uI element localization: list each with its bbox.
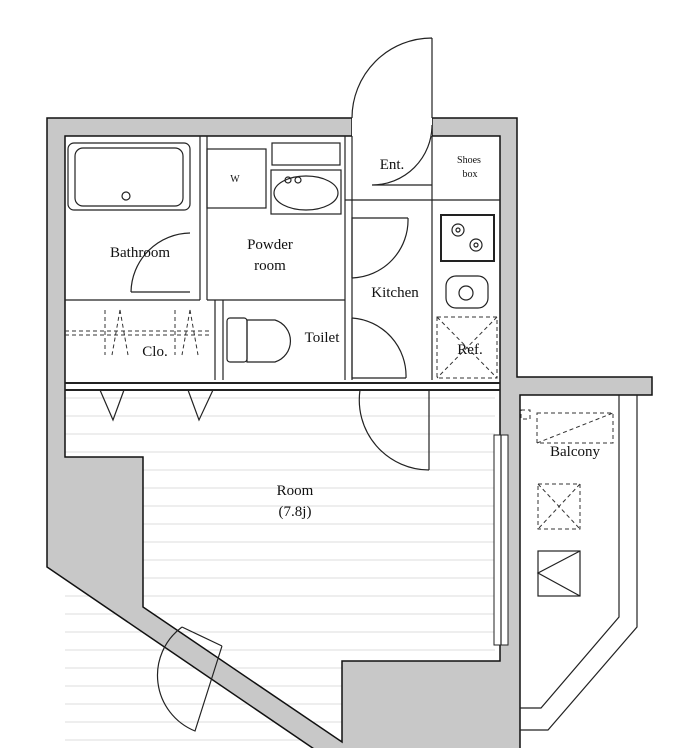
bathroom-door[interactable] (130, 232, 191, 293)
label-shoes-box-1: Shoes (457, 155, 481, 166)
label-refrigerator: Ref. (457, 342, 482, 358)
powder-room-door[interactable] (351, 217, 409, 279)
entrance-inner-door[interactable] (371, 124, 433, 186)
outer-walls (46, 117, 653, 748)
kitchen-sink[interactable] (445, 275, 489, 309)
shelf (271, 142, 341, 166)
closet-doors[interactable] (65, 309, 214, 422)
balcony-hatch (536, 550, 581, 597)
toilet-door[interactable] (351, 317, 407, 379)
balcony-drain-box (537, 483, 581, 530)
label-powder-room-2: room (254, 258, 286, 274)
label-toilet: Toilet (305, 330, 341, 346)
label-closet: Clo. (142, 344, 167, 360)
label-balcony: Balcony (550, 444, 600, 460)
entry-door[interactable] (351, 37, 433, 119)
stove[interactable] (440, 214, 495, 262)
wash-basin[interactable] (270, 169, 342, 215)
interior-walls (65, 136, 500, 391)
balcony-side-door[interactable] (156, 626, 223, 732)
refrigerator-space (436, 316, 498, 379)
bathtub[interactable] (67, 142, 191, 211)
label-powder-room-1: Powder (247, 237, 293, 253)
label-bathroom: Bathroom (110, 245, 170, 261)
entry-door-opening (352, 117, 432, 137)
balcony-outline (520, 395, 638, 731)
label-kitchen: Kitchen (371, 285, 419, 301)
label-room-size: (7.8j) (279, 504, 312, 520)
toilet-fixture[interactable] (226, 317, 291, 363)
room-door[interactable] (358, 389, 430, 471)
label-room: Room (277, 483, 314, 499)
label-entrance: Ent. (380, 157, 405, 173)
balcony-ac-unit (520, 409, 614, 444)
washing-machine (206, 148, 267, 209)
label-shoes-box-2: box (463, 169, 478, 180)
label-washer: W (230, 174, 240, 185)
